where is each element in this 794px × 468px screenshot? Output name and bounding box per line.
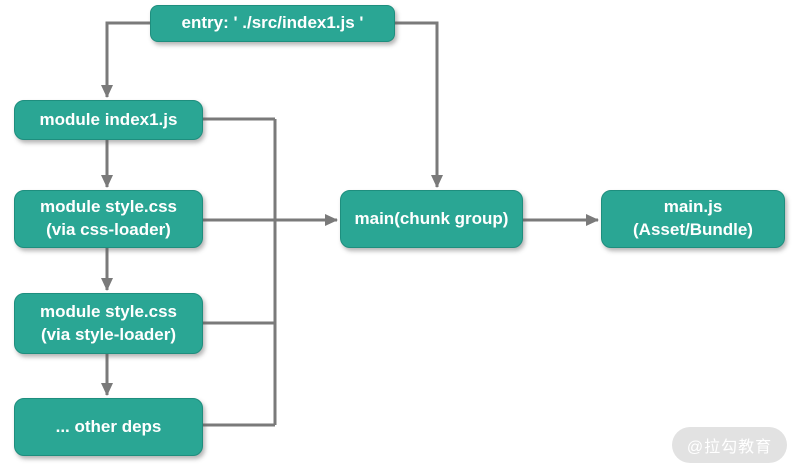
edge-entry-to-module-index1 <box>101 21 150 98</box>
edge-entry-to-main-chunk <box>395 21 443 188</box>
watermark-badge: @拉勾教育 <box>672 427 787 463</box>
node-main-js: main.js (Asset/Bundle) <box>601 190 785 248</box>
node-main-chunk: main(chunk group) <box>340 190 523 248</box>
node-module-css-loader: module style.css (via css-loader) <box>14 190 203 248</box>
node-module-style-loader: module style.css (via style-loader) <box>14 293 203 354</box>
node-entry: entry: ' ./src/index1.js ' <box>150 5 395 42</box>
node-module-index1: module index1.js <box>14 100 203 140</box>
node-other-deps: ... other deps <box>14 398 203 456</box>
